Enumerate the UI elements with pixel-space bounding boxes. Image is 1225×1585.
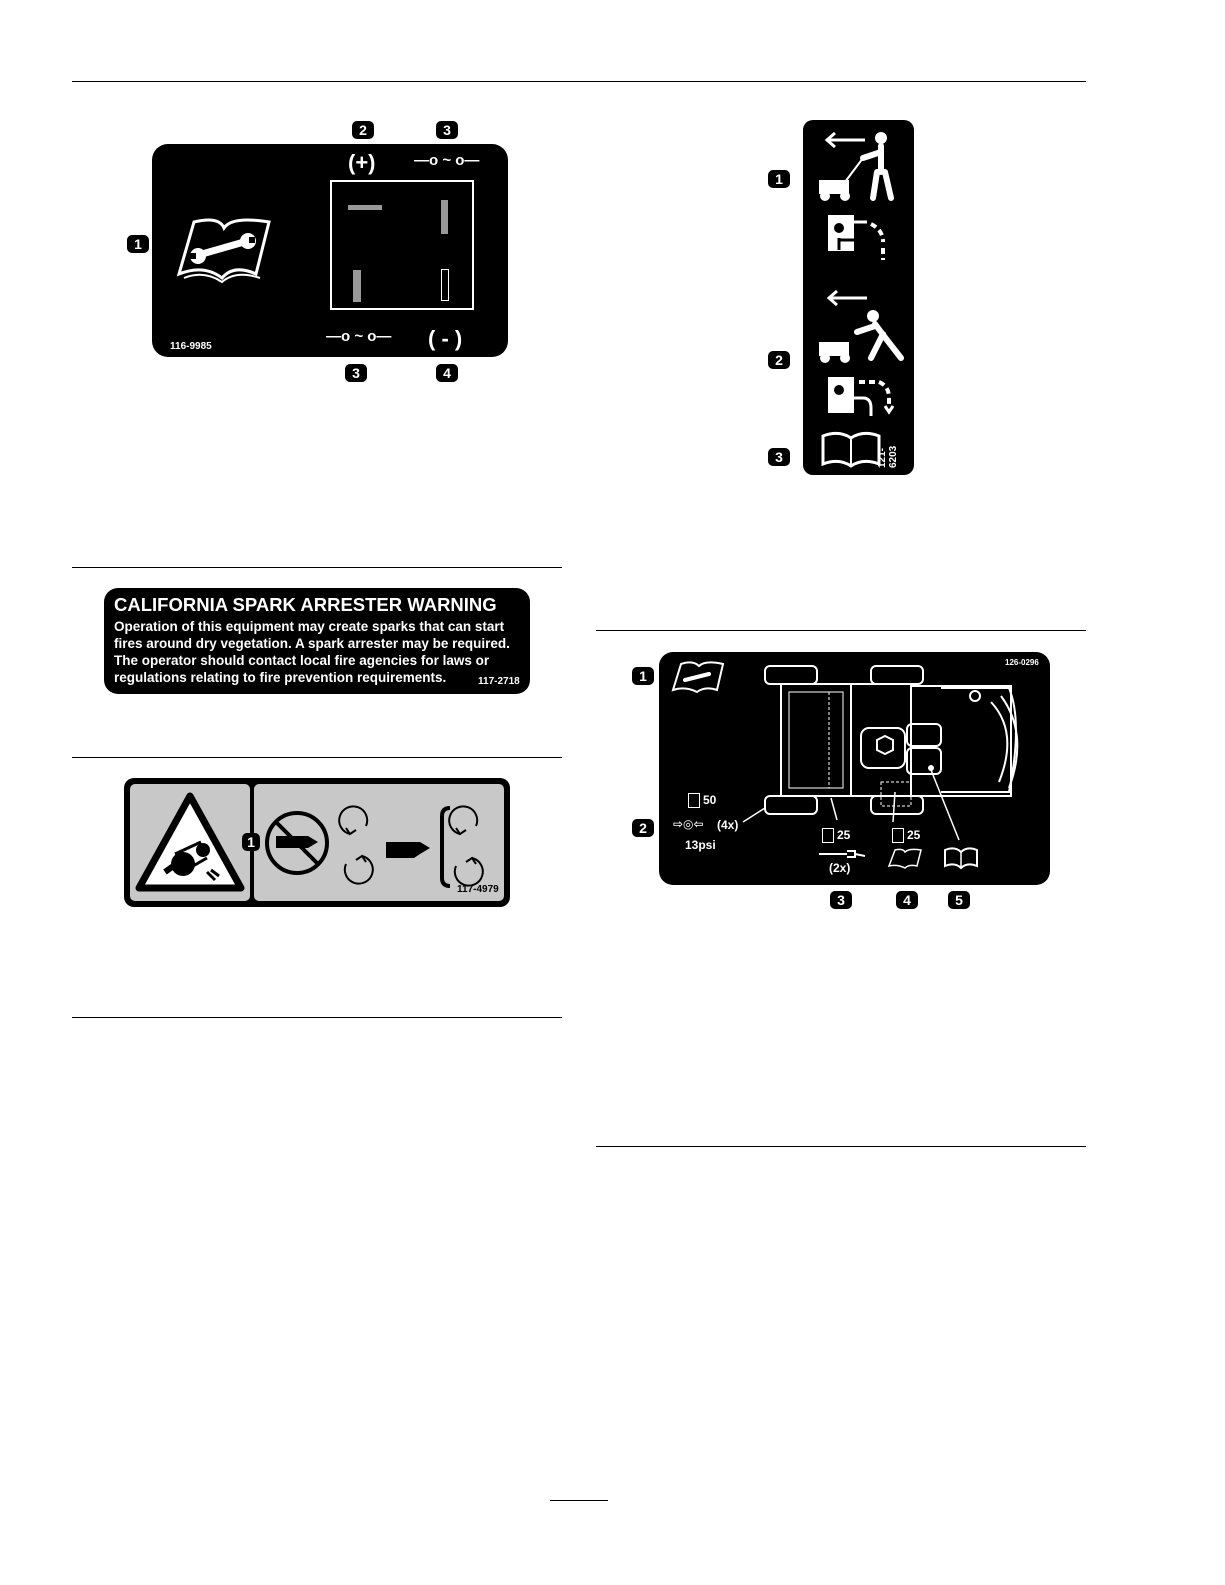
callout-1: 1 bbox=[242, 833, 260, 851]
shielded-pulleys-icon bbox=[440, 805, 484, 888]
hand-icon bbox=[386, 842, 430, 858]
interval-25-grease: 25 bbox=[837, 828, 851, 842]
warning-line: Operation of this equipment may create s… bbox=[114, 619, 505, 634]
part-number: 126-0296 bbox=[1005, 658, 1039, 667]
callout-1: 1 bbox=[768, 170, 790, 188]
part-number: 121-6203 bbox=[877, 445, 899, 468]
interval-50: 50 bbox=[703, 793, 717, 807]
pin-horizontal bbox=[348, 205, 382, 210]
grease-gun-icon bbox=[819, 850, 866, 858]
callout-3: 3 bbox=[768, 448, 790, 466]
circuit-symbol-top: —o ~ o— bbox=[414, 152, 480, 169]
hour-glass-icon bbox=[822, 828, 834, 843]
minus-label: ( - ) bbox=[428, 326, 463, 351]
engine-stop-icon bbox=[828, 377, 895, 416]
engine-starter-icon bbox=[828, 215, 885, 260]
callout-3: 3 bbox=[830, 891, 852, 909]
count-2x: (2x) bbox=[829, 861, 851, 875]
pull-start-operator-icon bbox=[819, 289, 904, 363]
callout-1: 1 bbox=[632, 667, 654, 685]
decal-117-2718: CALIFORNIA SPARK ARRESTER WARNING Operat… bbox=[104, 588, 530, 694]
relay-pin-diagram bbox=[330, 180, 474, 310]
pin-vertical bbox=[353, 270, 361, 302]
hour-glass-icon bbox=[688, 793, 700, 808]
no-hands-icon bbox=[265, 811, 329, 875]
part-number: 117-2718 bbox=[478, 676, 520, 687]
belt-entanglement-hazard-icon bbox=[135, 792, 245, 892]
instruction-panel bbox=[254, 784, 504, 901]
circuit-symbol-bottom: —o ~ o— bbox=[326, 328, 392, 345]
machine-top-view-diagram bbox=[764, 665, 1019, 815]
decal-body: 126-0296 50 ⇨ bbox=[659, 652, 1050, 885]
callout-2: 2 bbox=[768, 351, 790, 369]
warning-line: fires around dry vegetation. A spark arr… bbox=[114, 636, 510, 651]
manual-wrench-icon bbox=[176, 218, 271, 284]
hour-glass-icon bbox=[892, 828, 904, 843]
part-number: 116-9985 bbox=[170, 341, 212, 352]
service-manual-small-icon bbox=[887, 848, 922, 869]
callout-3-bottom: 3 bbox=[345, 364, 367, 382]
decal-body: 121-6203 bbox=[803, 120, 914, 475]
section-rule bbox=[596, 630, 1086, 631]
callout-5: 5 bbox=[948, 891, 970, 909]
section-rule bbox=[72, 1017, 562, 1018]
service-manual-icon bbox=[671, 661, 725, 694]
warning-line: regulations relating to fire prevention … bbox=[114, 670, 447, 685]
section-rule bbox=[72, 567, 562, 568]
warning-title: CALIFORNIA SPARK ARRESTER WARNING bbox=[114, 594, 497, 615]
plus-label: (+) bbox=[348, 150, 376, 175]
hazard-panel bbox=[130, 784, 250, 901]
push-mower-operator-icon bbox=[819, 131, 894, 201]
count-4x: (4x) bbox=[717, 818, 739, 832]
decal-117-4979: 117-4979 bbox=[124, 778, 510, 907]
part-number: 117-4979 bbox=[457, 884, 499, 895]
callout-4: 4 bbox=[436, 364, 458, 382]
pin-outline bbox=[441, 269, 449, 301]
callout-2: 2 bbox=[632, 819, 654, 837]
leader-lines bbox=[742, 765, 960, 841]
section-rule bbox=[596, 1146, 1086, 1147]
section-rule bbox=[72, 757, 562, 758]
decal-body: (+) —o ~ o— —o ~ o— ( - ) 116-9985 bbox=[152, 144, 508, 357]
interval-25-service: 25 bbox=[907, 828, 921, 842]
callout-1: 1 bbox=[127, 235, 149, 253]
warning-line: The operator should contact local fire a… bbox=[114, 653, 490, 668]
callout-2: 2 bbox=[352, 121, 374, 139]
rotating-pulleys-icon bbox=[338, 805, 374, 885]
pin-vertical bbox=[441, 200, 448, 234]
tire-pressure-icon: ⇨◎⇦ bbox=[673, 817, 704, 831]
page-number-rule bbox=[550, 1500, 608, 1501]
callout-4: 4 bbox=[896, 891, 918, 909]
tire-pressure: 13psi bbox=[685, 838, 716, 852]
top-rule bbox=[72, 81, 1086, 82]
callout-3-top: 3 bbox=[436, 121, 458, 139]
read-manual-small-icon bbox=[944, 847, 978, 870]
read-manual-icon bbox=[821, 431, 881, 468]
